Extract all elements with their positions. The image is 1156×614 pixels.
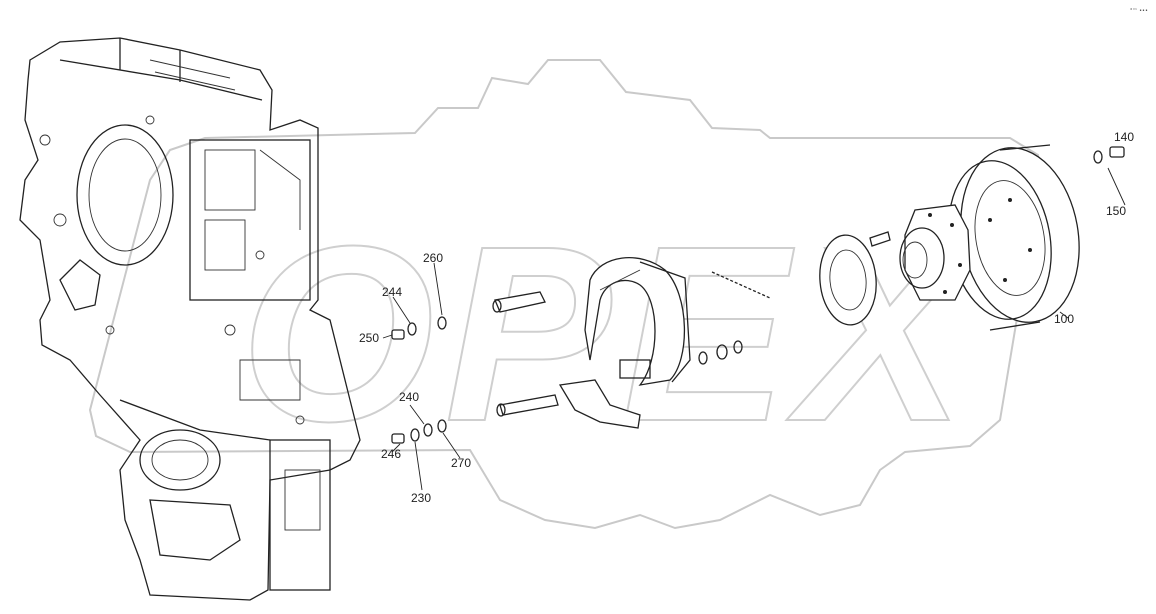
hub-flange: [869, 204, 971, 301]
callout-270: 270: [451, 456, 471, 470]
callout-260: 260: [423, 251, 443, 265]
bolt-140: [1093, 146, 1125, 164]
callout-230: 230: [411, 491, 431, 505]
seal-disc: [819, 234, 877, 326]
corner-mark: °™ •••: [1130, 8, 1148, 14]
lower-shaft: [496, 394, 559, 417]
upper-shaft: [492, 291, 546, 313]
transmission-housing: [19, 37, 361, 601]
callout-246: 246: [381, 447, 401, 461]
fastener-group-upper: [391, 316, 447, 340]
watermark-letters: OPEX: [239, 193, 978, 474]
callout-140: 140: [1114, 130, 1134, 144]
callout-labels: 140 150 100 260 244 250 240 246 270 230: [359, 130, 1134, 505]
watermark-gear: [88, 59, 1042, 530]
callout-150: 150: [1106, 204, 1126, 218]
brake-shoe: [584, 257, 771, 386]
callout-250: 250: [359, 331, 379, 345]
callout-240: 240: [399, 390, 419, 404]
brake-lever: [558, 379, 641, 429]
fastener-group-lower: [391, 419, 447, 444]
small-washers: [698, 340, 743, 365]
callout-100: 100: [1054, 312, 1074, 326]
callout-244: 244: [382, 285, 402, 299]
watermark-text: OPEX: [240, 194, 978, 473]
leader-lines: [382, 167, 1126, 491]
